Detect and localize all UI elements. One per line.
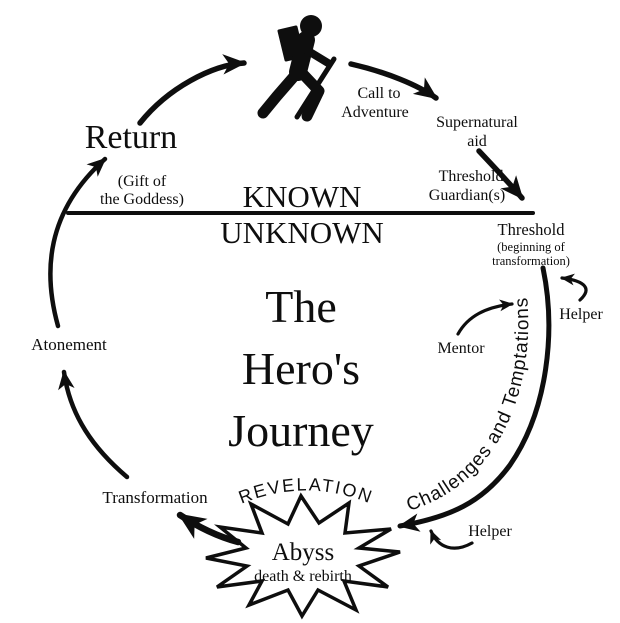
abyss-starburst (205, 492, 401, 620)
arrow-abyss-to-transformation (176, 511, 242, 546)
hero-hiker-icon (257, 15, 337, 122)
helper-upper-label: Helper (559, 306, 603, 323)
arc-challenges-descent (397, 265, 552, 532)
arc-transformation-to-atonement (58, 369, 130, 480)
return-label: Return (85, 119, 178, 156)
abyss-label: Abyss (272, 539, 335, 566)
gift-label-line2: the Goddess) (100, 191, 184, 208)
threshold-guardians-line1: Threshold (439, 168, 504, 185)
threshold-guardians-line2: Guardian(s) (429, 187, 505, 204)
title-line-3: Journey (228, 405, 374, 456)
supernatural-aid-line1: Supernatural (436, 114, 518, 131)
mentor-label: Mentor (437, 340, 485, 357)
arc-hero-to-supernatural-aid (348, 61, 439, 101)
hiker-front-leg (296, 67, 325, 122)
arrow-mentor (456, 299, 514, 336)
threshold-line1: Threshold (498, 220, 566, 239)
title-line-2: Hero's (242, 343, 360, 394)
hiker-back-leg (257, 67, 303, 119)
title-line-1: The (265, 281, 337, 332)
arc-return-to-hero (137, 54, 247, 126)
helper-lower-label: Helper (468, 523, 512, 540)
arc-aid-to-threshold (476, 148, 525, 201)
atonement-label: Atonement (31, 335, 107, 354)
gift-label-line1: (Gift of (118, 173, 167, 190)
challenges-temptations-label: Challenges and Temptations (404, 296, 534, 516)
arrow-helper-lower (429, 529, 474, 550)
threshold-line3: transformation) (492, 254, 570, 268)
known-label: KNOWN (243, 179, 362, 214)
hiker-torso (289, 31, 315, 81)
arc-atonement-to-return (48, 156, 108, 329)
transformation-label: Transformation (102, 488, 208, 507)
hiker-arm (301, 45, 332, 67)
call-to-adventure-line2: Adventure (341, 104, 409, 121)
supernatural-aid-line2: aid (467, 133, 487, 150)
abyss-subtitle: death & rebirth (254, 568, 352, 585)
call-to-adventure-line1: Call to (357, 85, 400, 102)
unknown-label: UNKNOWN (220, 215, 384, 250)
threshold-line2: (beginning of (497, 240, 566, 254)
arrow-helper-upper (560, 273, 588, 302)
